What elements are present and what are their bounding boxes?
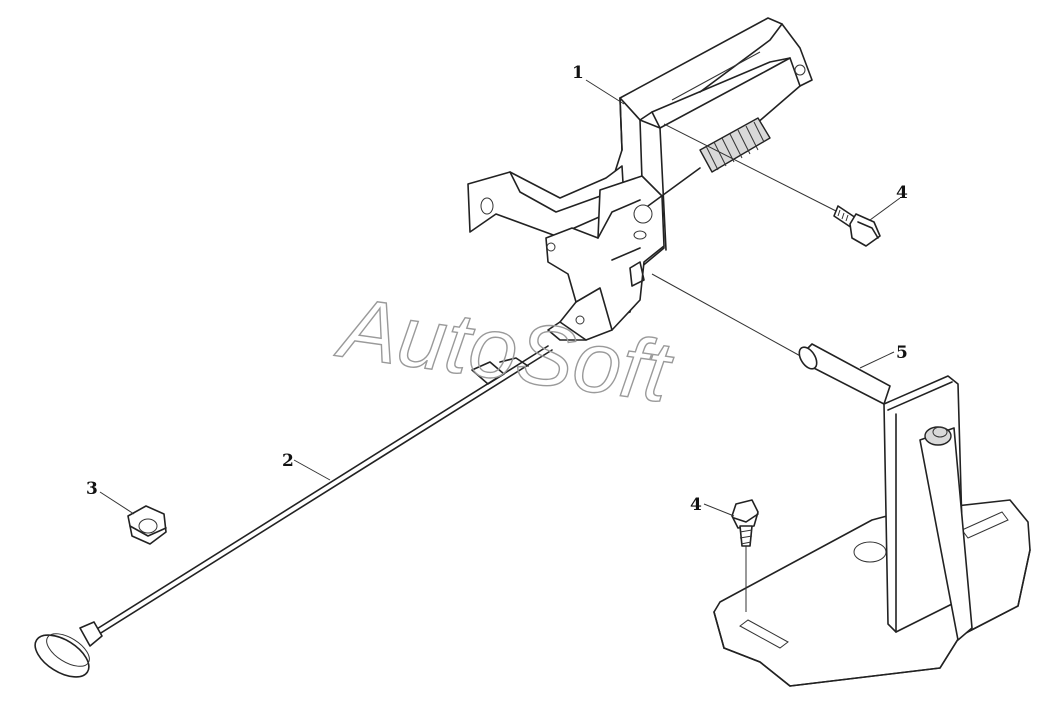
callout-5: 5 [896, 343, 908, 363]
bolt-lower [731, 499, 759, 612]
leader-lines [99, 79, 901, 517]
spring [647, 85, 801, 207]
callout-4-upper: 4 [896, 183, 908, 203]
nut [127, 505, 167, 545]
bolt-upper [833, 205, 881, 247]
callout-4-lower: 4 [690, 495, 702, 515]
bracket-assembly [467, 17, 813, 341]
lever-base [713, 343, 1031, 687]
control-rod [34, 345, 553, 678]
callout-3: 3 [86, 479, 98, 499]
callout-1: 1 [572, 63, 584, 83]
callout-2: 2 [282, 451, 294, 471]
